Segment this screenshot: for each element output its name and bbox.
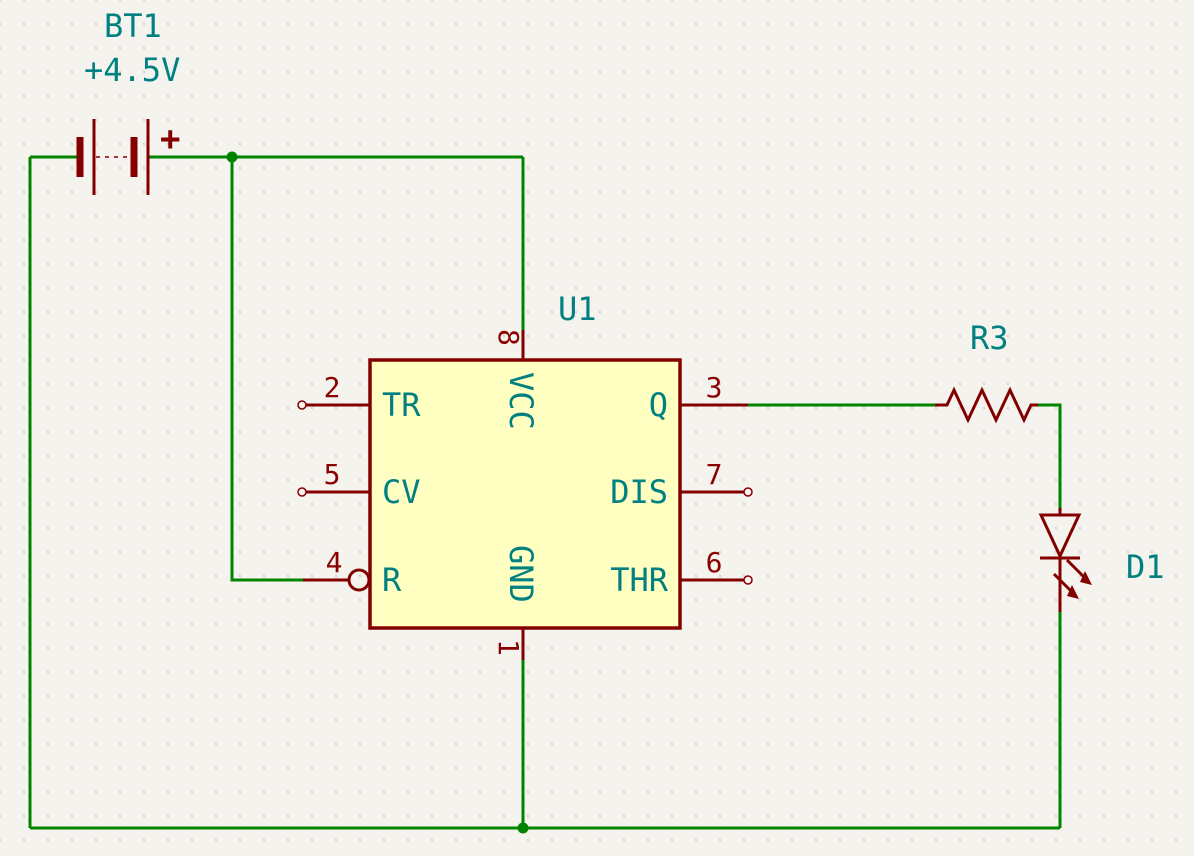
junction-dot-top[interactable] [226,151,238,163]
pin-open-end [297,400,307,410]
pin-number: 6 [706,546,723,579]
pin-number: 8 [492,329,525,346]
led-arrowhead-2 [1067,585,1079,599]
pin-name: R [382,561,402,599]
pin-name: DIS [610,473,668,511]
pin-name: THR [610,561,669,599]
pin-open-end [297,487,307,497]
ic-pin-reset[interactable]: 4 R [303,546,402,599]
battery-ref-label[interactable]: BT1 [104,7,162,45]
ic-pin-tr[interactable]: 2 TR [297,371,421,424]
pin-name: TR [382,386,421,424]
ic-symbol[interactable]: U1 2 TR 5 CV 4 R [297,290,753,660]
ic-pin-vcc[interactable]: 8 VCC [492,329,540,430]
wires [28,151,1062,834]
led-symbol[interactable]: D1 [1038,508,1165,612]
pin-number: 7 [706,458,723,491]
wire-to-reset-pin[interactable] [230,157,303,582]
ic-body[interactable] [368,358,682,630]
ic-pin-cv[interactable]: 5 CV [297,458,421,511]
ic-pin-gnd[interactable]: 1 GND [492,545,540,660]
pin-number: 3 [706,371,723,404]
pin-open-end [743,575,753,585]
resistor-zigzag [935,386,1038,424]
pin-name: VCC [502,372,540,430]
junction-dot-bottom[interactable] [517,822,529,834]
battery-plus-sign: + [160,119,180,159]
wire-resistor-to-led[interactable] [1035,403,1062,512]
pin-number: 1 [492,639,525,656]
pin-name: CV [382,473,421,511]
battery-value-label[interactable]: +4.5V [84,51,180,89]
resistor-symbol[interactable]: R3 [935,319,1038,424]
led-triangle [1038,513,1082,560]
pin-name: Q [649,386,668,424]
pin-number: 2 [324,371,341,404]
led-ref-label[interactable]: D1 [1126,548,1165,586]
pin-inversion-bubble [347,568,371,592]
ic-pin-thr[interactable]: 6 THR [610,546,753,599]
pin-number: 5 [324,458,341,491]
ic-pin-q[interactable]: 3 Q [649,371,748,424]
battery-symbol[interactable]: + BT1 +4.5V [76,7,180,195]
ic-ref-label[interactable]: U1 [558,290,597,328]
pin-name: GND [502,545,540,603]
resistor-ref-label[interactable]: R3 [970,319,1009,357]
ic-pin-dis[interactable]: 7 DIS [610,458,753,511]
led-arrowhead-1 [1080,571,1092,585]
pin-open-end [743,487,753,497]
pin-number: 4 [326,546,343,579]
